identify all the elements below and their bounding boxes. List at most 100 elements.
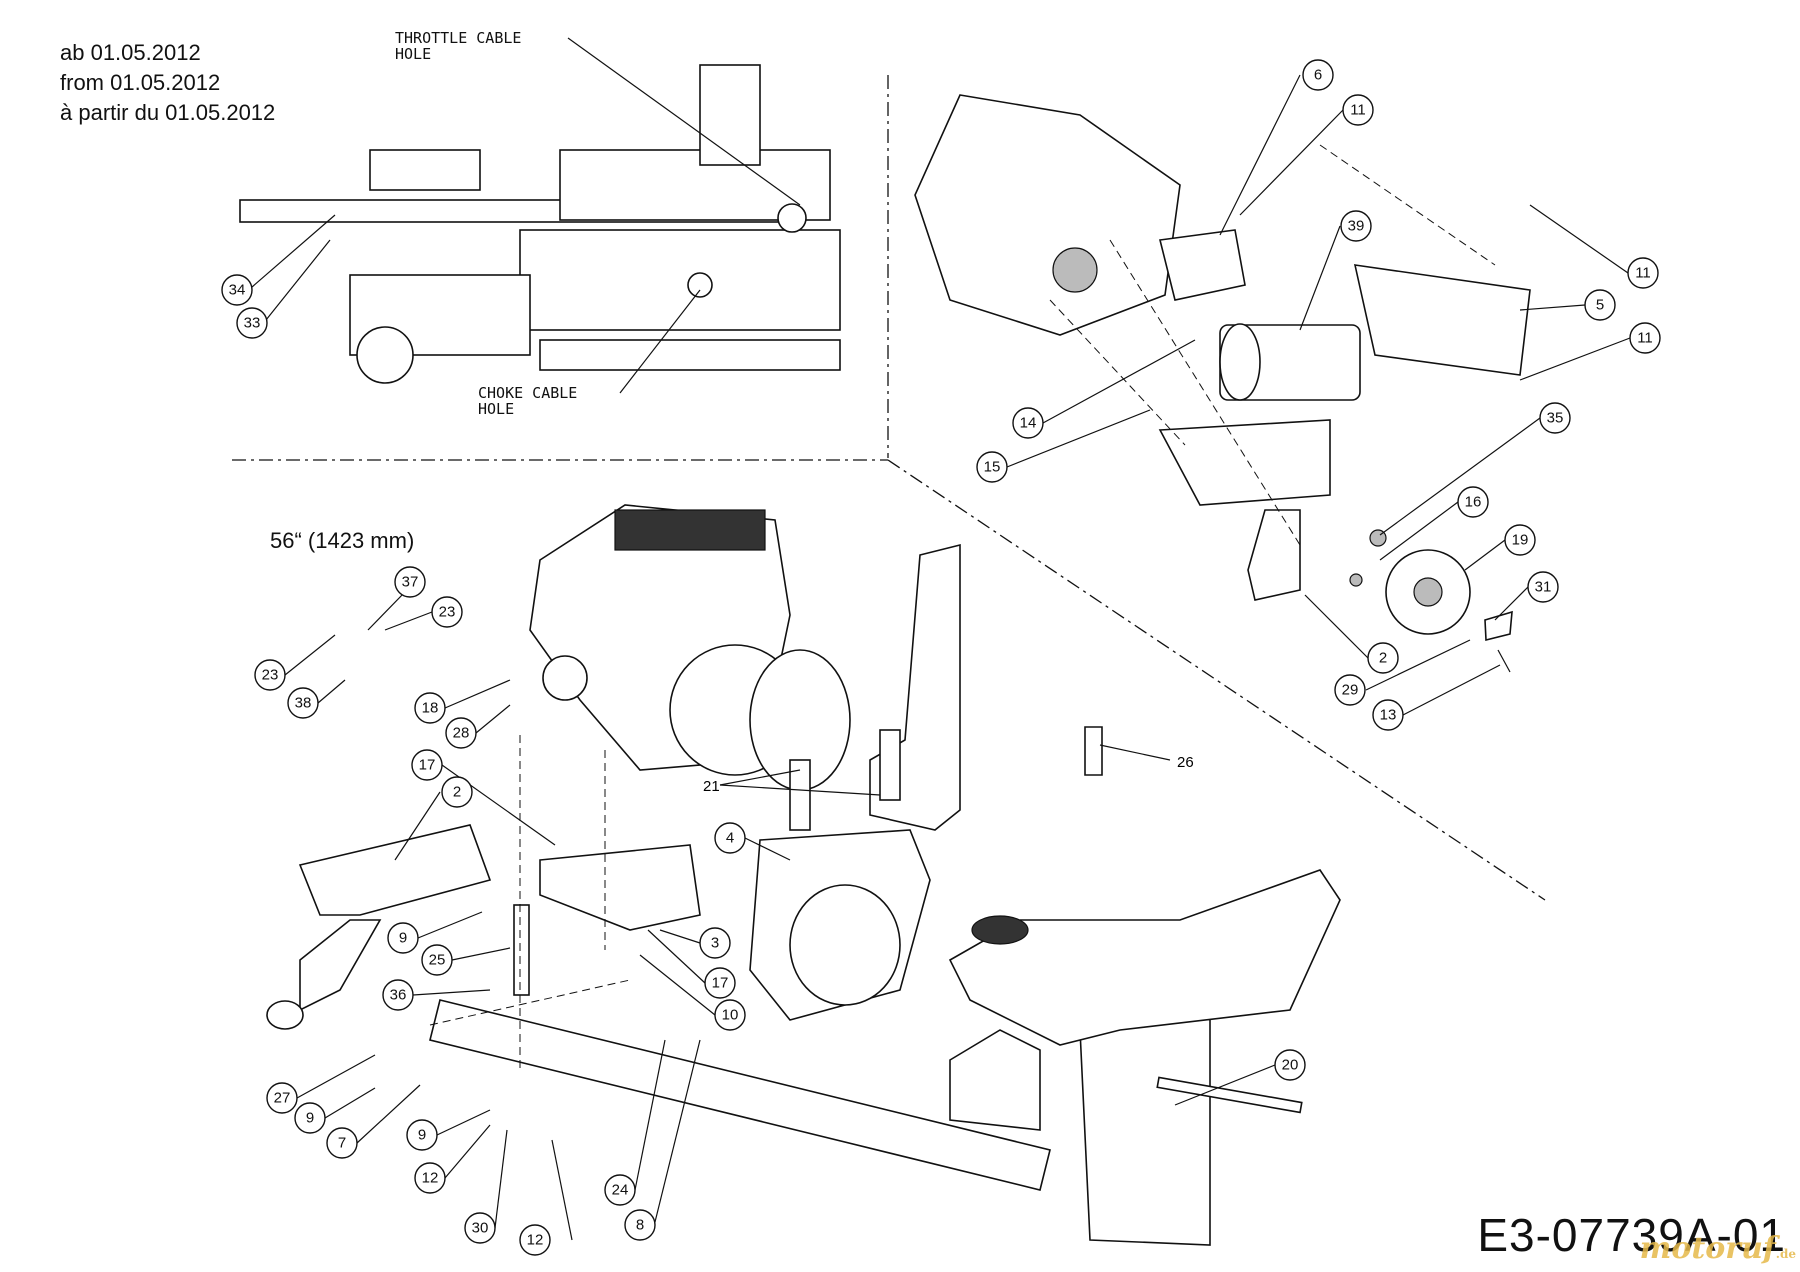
svg-text:4: 4 (726, 830, 734, 847)
leader-7 (356, 1084, 421, 1144)
engine-cover-top (614, 509, 766, 551)
validity-note-en: from 01.05.2012 (60, 70, 221, 95)
svg-text:33: 33 (244, 315, 261, 332)
callout-6: 6 (1302, 59, 1334, 91)
leader-18 (444, 679, 511, 709)
validity-note-fr: à partir du 01.05.2012 (60, 100, 276, 125)
leader-3 (659, 929, 701, 944)
callout-20: 20 (1274, 1049, 1306, 1081)
svg-text:11: 11 (1635, 265, 1651, 282)
choke-callout-line1: CHOKE CABLE (478, 384, 577, 402)
leader-9c (436, 1109, 491, 1136)
detail-pulley (356, 326, 414, 384)
callout-9a: 9 (387, 922, 419, 954)
section-dividers (232, 75, 1546, 901)
callout-12a: 12 (414, 1162, 446, 1194)
throttle-callout-line1: THROTTLE CABLE (395, 29, 521, 47)
leader-37 (367, 591, 406, 631)
callout-2a: 2 (1367, 642, 1399, 674)
leader-13 (1402, 664, 1501, 716)
svg-text:18: 18 (422, 700, 439, 717)
leader-11c (1519, 337, 1631, 381)
exhaust-shield-2 (298, 824, 492, 916)
svg-text:12: 12 (527, 1232, 544, 1249)
muffler-guard-5 (1353, 264, 1531, 376)
svg-text:15: 15 (984, 459, 1001, 476)
callout-16: 16 (1457, 486, 1489, 518)
callout-7: 7 (326, 1127, 358, 1159)
engine-rear-view (914, 94, 1181, 336)
callout-38: 38 (287, 687, 319, 719)
throttle-leader (567, 37, 801, 206)
exploded-guide-3 (1049, 299, 1186, 446)
detail-bracket (369, 149, 481, 191)
watermark-tld: .de (1775, 1247, 1796, 1261)
leader-23a (284, 634, 336, 676)
svg-text:2: 2 (1379, 650, 1387, 667)
spacer-21b (879, 729, 901, 801)
svg-text:19: 19 (1512, 532, 1529, 549)
callout-25: 25 (421, 944, 453, 976)
leader-21a (719, 769, 801, 786)
svg-text:5: 5 (1596, 297, 1604, 314)
validity-note-de: ab 01.05.2012 (60, 40, 201, 65)
callout-30: 30 (464, 1212, 496, 1244)
svg-text:34: 34 (229, 282, 246, 299)
deck-size-label: 56“ (1423 mm) (270, 528, 415, 553)
callouts: 34 33 6 11 39 11 5 11 14 15 35 16 19 (221, 59, 1661, 1256)
frame-bracket-lower (949, 1029, 1041, 1131)
leader-23b (384, 611, 433, 631)
svg-text:31: 31 (1535, 579, 1552, 596)
callout-11c: 11 (1629, 322, 1661, 354)
heat-shield-6 (1159, 229, 1246, 301)
fuel-cap (971, 915, 1029, 945)
svg-text:3: 3 (711, 935, 719, 952)
washer-31 (1484, 610, 1513, 642)
leader-29 (1365, 639, 1471, 691)
spacer-21a (789, 759, 811, 831)
leader-34 (251, 214, 336, 288)
svg-text:29: 29 (1342, 682, 1359, 699)
leader-4 (744, 837, 791, 861)
leader-28 (475, 704, 511, 734)
svg-text:37: 37 (402, 574, 419, 591)
callout-19: 19 (1504, 524, 1536, 556)
callout-8: 8 (624, 1209, 656, 1241)
callout-4: 4 (714, 822, 746, 854)
callout-23a: 23 (254, 659, 286, 691)
callout-24: 24 (604, 1174, 636, 1206)
shield-opening (789, 884, 901, 1006)
svg-text:20: 20 (1282, 1057, 1299, 1074)
strap-20 (1156, 1076, 1303, 1114)
svg-text:10: 10 (722, 1007, 739, 1024)
leader-38 (317, 679, 346, 704)
leader-9b (324, 1087, 376, 1119)
callout-17b: 17 (704, 967, 736, 999)
clutch-hub (1413, 577, 1443, 607)
assembly-guide-3 (429, 979, 631, 1026)
callout-39: 39 (1340, 210, 1372, 242)
callout-31: 31 (1527, 571, 1559, 603)
callout-9c: 9 (406, 1119, 438, 1151)
detail-throttle-hole (777, 203, 807, 233)
exhaust-pipe-2-top (1247, 509, 1301, 601)
leader-35 (1379, 417, 1541, 536)
svg-text:14: 14 (1020, 415, 1037, 432)
detail-choke-hole (687, 272, 713, 298)
callout-35: 35 (1539, 402, 1571, 434)
air-filter (542, 655, 588, 701)
leader-19 (1464, 539, 1506, 571)
drawing-number: E3-07739A-01 (1477, 1209, 1786, 1261)
svg-text:24: 24 (612, 1182, 629, 1199)
leader-15 (1006, 409, 1151, 468)
svg-text:9: 9 (306, 1110, 314, 1127)
leader-11b (1529, 204, 1629, 274)
exhaust-pipe-2 (299, 919, 382, 1012)
clip-26 (1084, 726, 1103, 776)
callout-11b: 11 (1627, 257, 1659, 289)
svg-text:9: 9 (418, 1127, 426, 1144)
callout-5: 5 (1584, 289, 1616, 321)
callout-11a: 11 (1342, 94, 1374, 126)
muffler-end (1219, 323, 1261, 401)
